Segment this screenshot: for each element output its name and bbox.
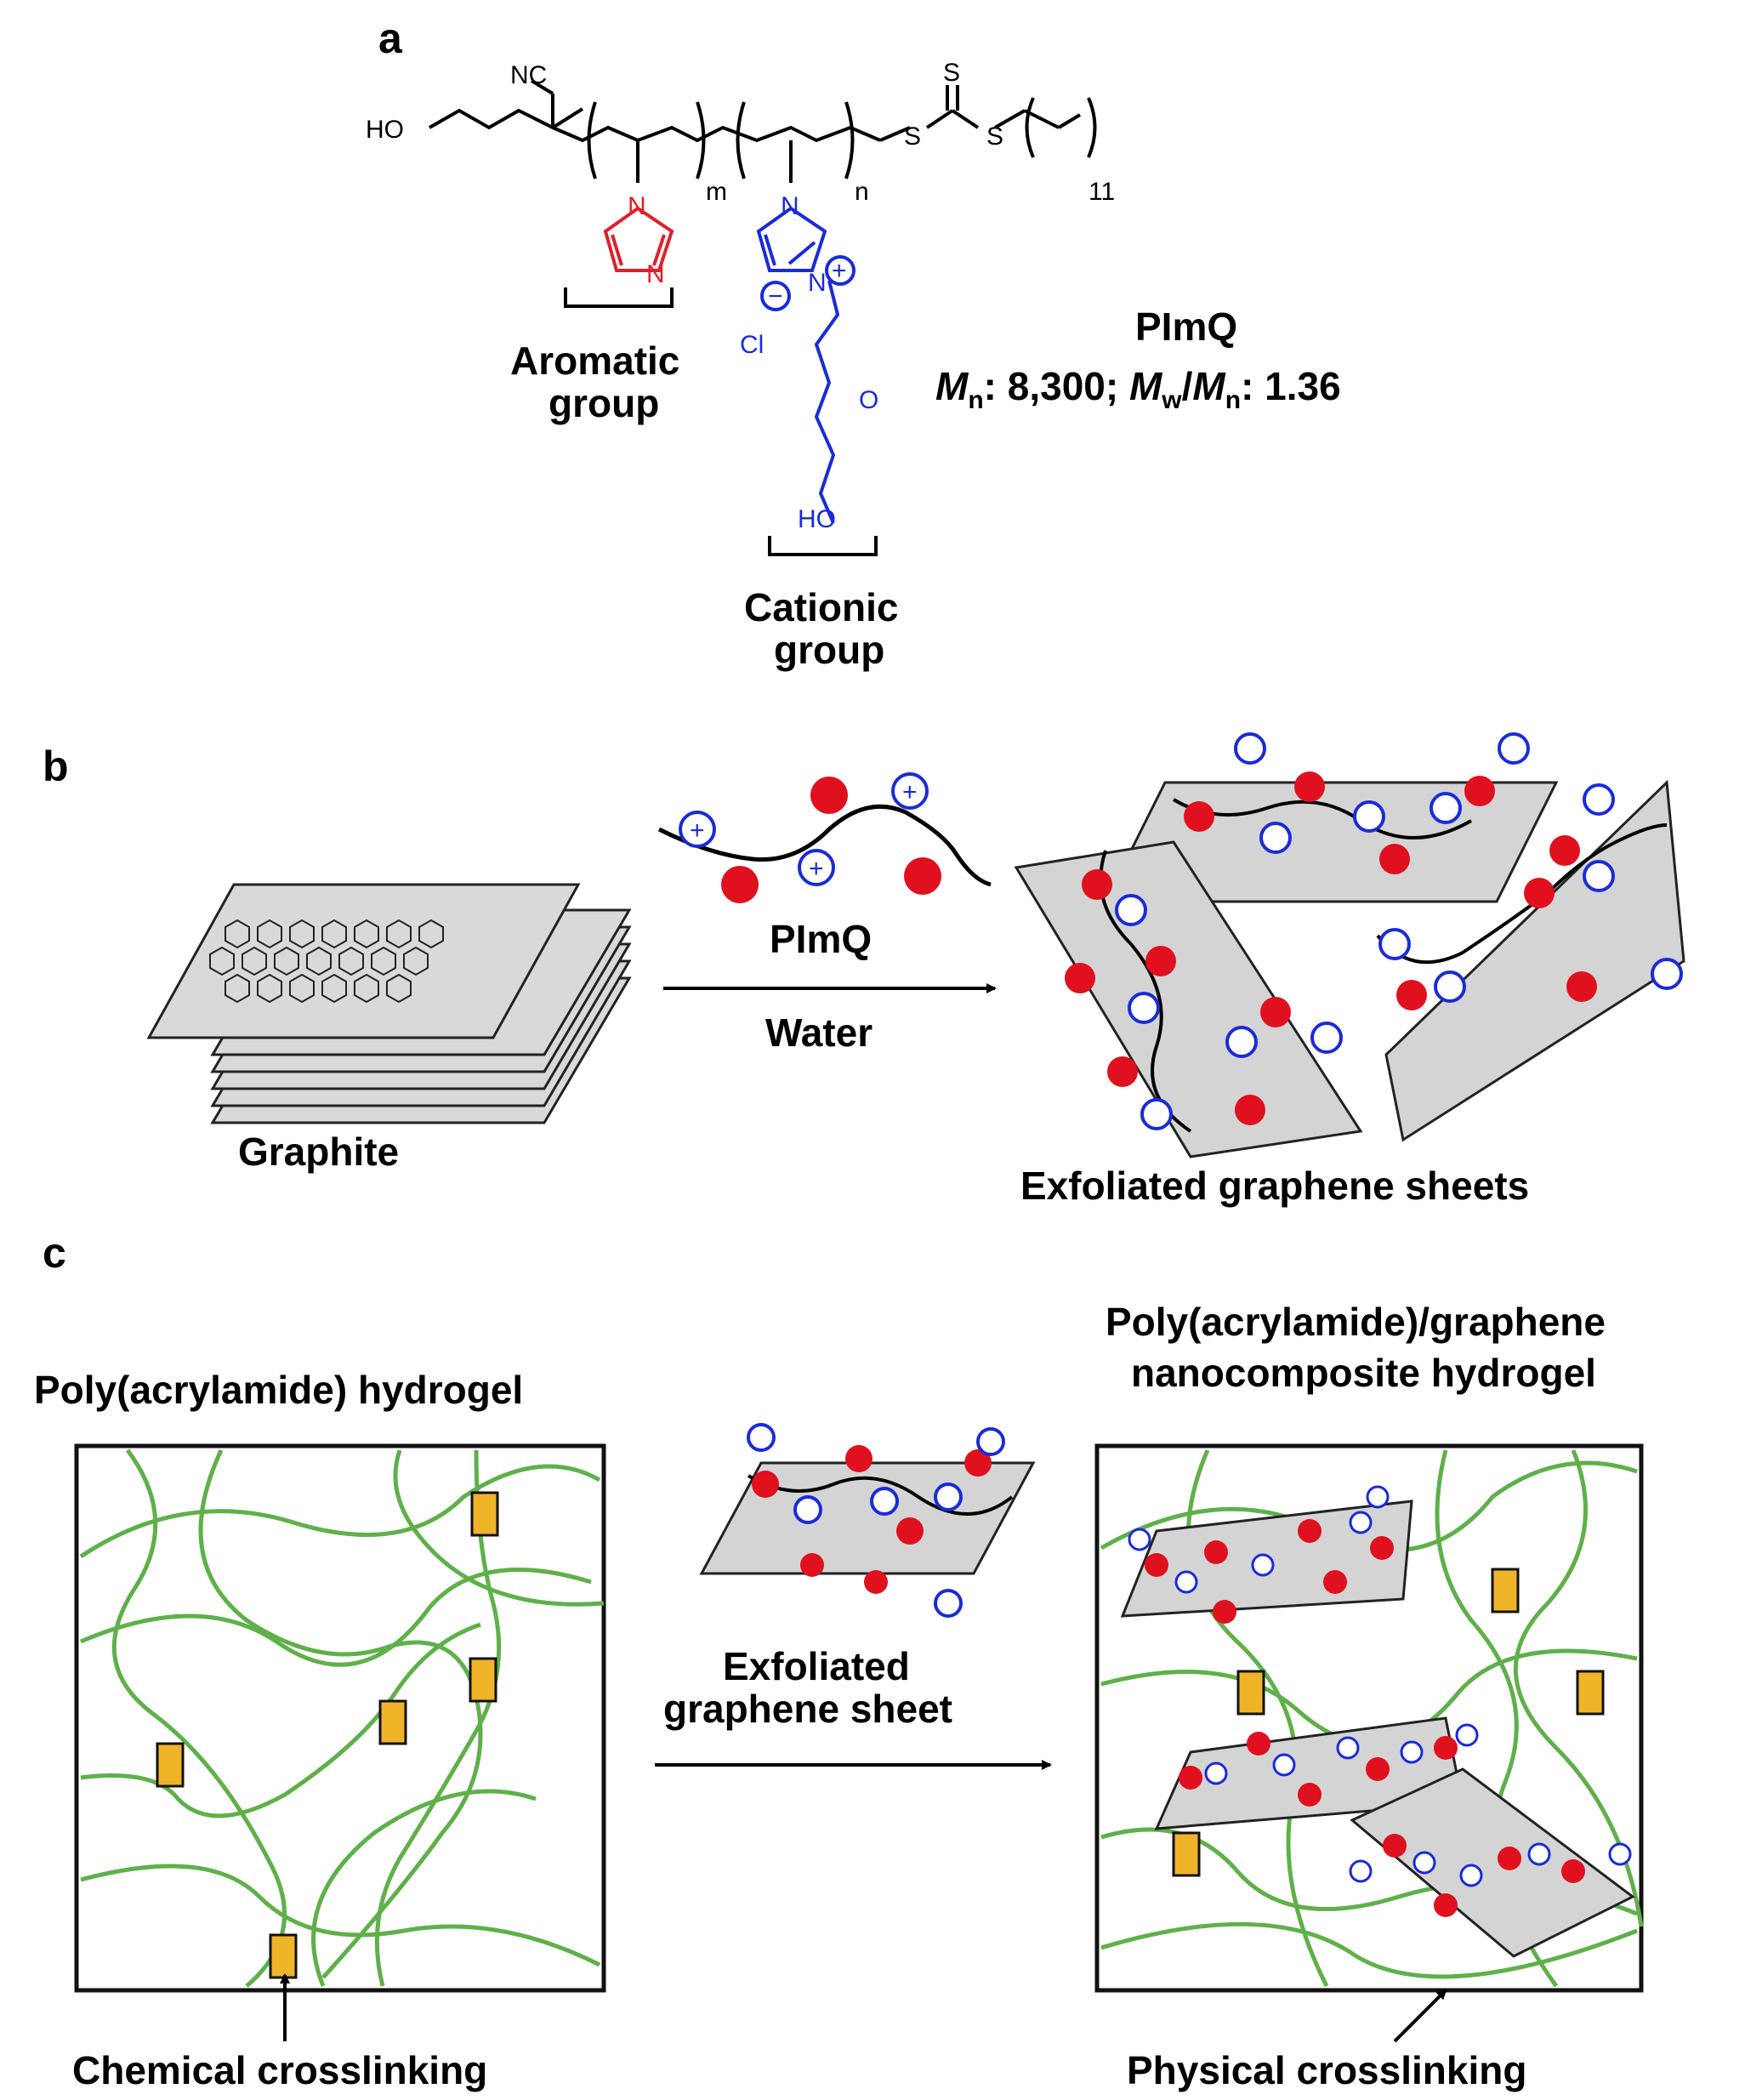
aromatic-label-1: Aromatic (510, 339, 679, 383)
right-box-title-2: nanocomposite hydrogel (1131, 1351, 1596, 1395)
ho-label: HO (366, 116, 404, 144)
minus-sign: − (768, 282, 783, 310)
eleven-subscript: 11 (1088, 178, 1115, 206)
middle-label-2: graphene sheet (663, 1687, 952, 1731)
exfoliated-sheet (1376, 779, 1685, 1142)
exfoliated-sheet-small (699, 1423, 1036, 1618)
cationic-charge (798, 849, 835, 886)
crosslinker (156, 1742, 185, 1788)
chloride-label: Cl (740, 331, 764, 359)
imidazole-red (603, 206, 674, 272)
oxygen-label: O (859, 386, 878, 414)
s-label-3: S (986, 122, 1003, 151)
pdi-value: : 1.36 (1241, 364, 1341, 408)
slash: / (1182, 364, 1193, 408)
mw-symbol: M (1129, 364, 1163, 408)
s-label-2: S (943, 59, 960, 87)
n-blue-top: N (781, 192, 799, 220)
pimq-label: PImQ (770, 917, 872, 961)
aromatic-label-2: group (549, 381, 659, 425)
water-label: Water (765, 1010, 872, 1055)
phys-xlink-pointer (1393, 1989, 1447, 2043)
ho-end-label: HO (798, 505, 836, 533)
panel-label-b: b (43, 743, 69, 790)
s-label-1: S (904, 122, 921, 151)
embedded-sheet (1349, 1767, 1635, 1958)
charge-plus: + (809, 855, 824, 883)
mn-symbol: M (935, 364, 969, 408)
aromatic-bracket (564, 287, 674, 308)
phys-xlink-label: Physical crosslinking (1127, 2048, 1526, 2092)
cationic-charge (679, 811, 716, 848)
embedded-sheet (1154, 1716, 1479, 1830)
polymer-network (79, 1448, 605, 1988)
panel-label-c: c (43, 1229, 66, 1277)
mn-sub: n (968, 386, 983, 414)
cationic-label-2: group (774, 628, 884, 672)
nc-label: NC (510, 61, 547, 89)
graphite-label: Graphite (238, 1130, 399, 1174)
crosslinker (470, 1491, 499, 1537)
charge-plus: + (690, 817, 705, 845)
mn2-sub: n (1225, 386, 1241, 414)
embedded-sheet (1120, 1485, 1413, 1624)
aromatic-bead (721, 866, 759, 903)
plus-sign: + (832, 257, 847, 285)
n-subscript: n (855, 178, 869, 206)
cationic-charge (891, 772, 929, 810)
crosslinker (1576, 1670, 1605, 1716)
crosslinker (1236, 1670, 1265, 1716)
chem-xlink-label: Chemical crosslinking (72, 2048, 487, 2092)
left-box-title: Poly(acrylamide) hydrogel (34, 1368, 523, 1412)
crosslinker (1491, 1568, 1520, 1613)
m-subscript: m (706, 178, 727, 206)
mw-sub: w (1161, 386, 1182, 414)
mn2-symbol: M (1192, 364, 1226, 408)
imidazolium-blue (756, 206, 855, 524)
panel-label-a: a (378, 14, 403, 62)
right-box-title-1: Poly(acrylamide)/graphene (1106, 1300, 1606, 1344)
middle-label-1: Exfoliated (723, 1644, 910, 1688)
hydrogel-box (74, 1443, 606, 1993)
n-blue-cation: N (808, 269, 827, 297)
exfoliated-sheet (1014, 840, 1363, 1158)
crosslinker (1172, 1831, 1201, 1877)
mn-value: : 8,300; (984, 364, 1129, 408)
crosslinker (469, 1657, 497, 1703)
charge-plus: + (902, 778, 918, 806)
aromatic-bead (810, 777, 848, 814)
n-red-bottom: N (646, 260, 665, 288)
nanocomposite-box (1094, 1443, 1644, 1993)
molecular-weight-line: Mn: 8,300; Mw/Mn: 1.36 (935, 364, 1341, 414)
graphite-stack (146, 883, 632, 1124)
chemical-structure (429, 79, 1097, 183)
cationic-label-1: Cationic (744, 585, 898, 629)
pimq-schematic: + + + (657, 772, 992, 903)
crosslinker (378, 1699, 407, 1745)
aromatic-bead (904, 857, 941, 895)
exfoliated-sheets-label: Exfoliated graphene sheets (1020, 1164, 1529, 1208)
n-red-top: N (628, 192, 646, 220)
polymer-name: PImQ (1135, 304, 1237, 349)
cationic-bracket (768, 536, 878, 556)
crosslinker (269, 1933, 298, 1979)
